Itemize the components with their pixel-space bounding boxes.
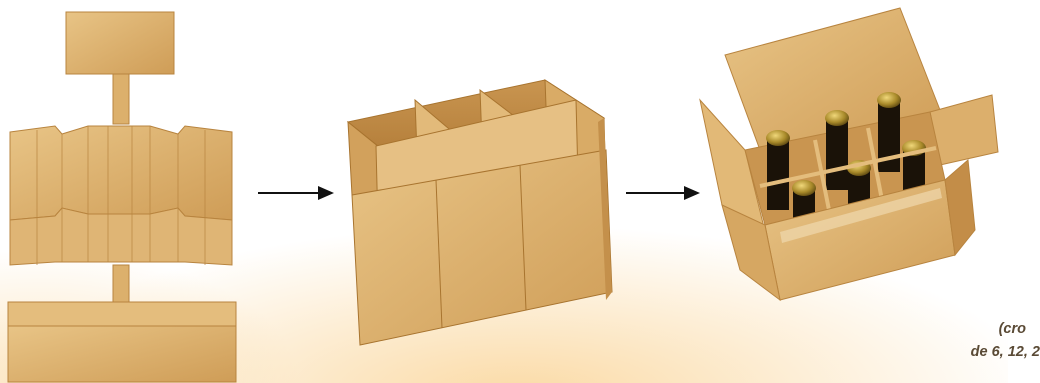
- caption-line-1: (cro: [998, 321, 1026, 337]
- arrow-right-icon: [258, 186, 334, 200]
- assembled-six-cell-divider: [346, 79, 613, 346]
- packaging-illustration: [7, 7, 999, 383]
- arrow-right-icon: [626, 186, 700, 200]
- flat-cardboard-divider: [7, 11, 237, 383]
- open-box-with-six-bottles: [699, 7, 999, 302]
- caption-text: (cro de 6, 12, 2: [878, 318, 1040, 364]
- caption-line-2: de 6, 12, 2: [970, 344, 1040, 360]
